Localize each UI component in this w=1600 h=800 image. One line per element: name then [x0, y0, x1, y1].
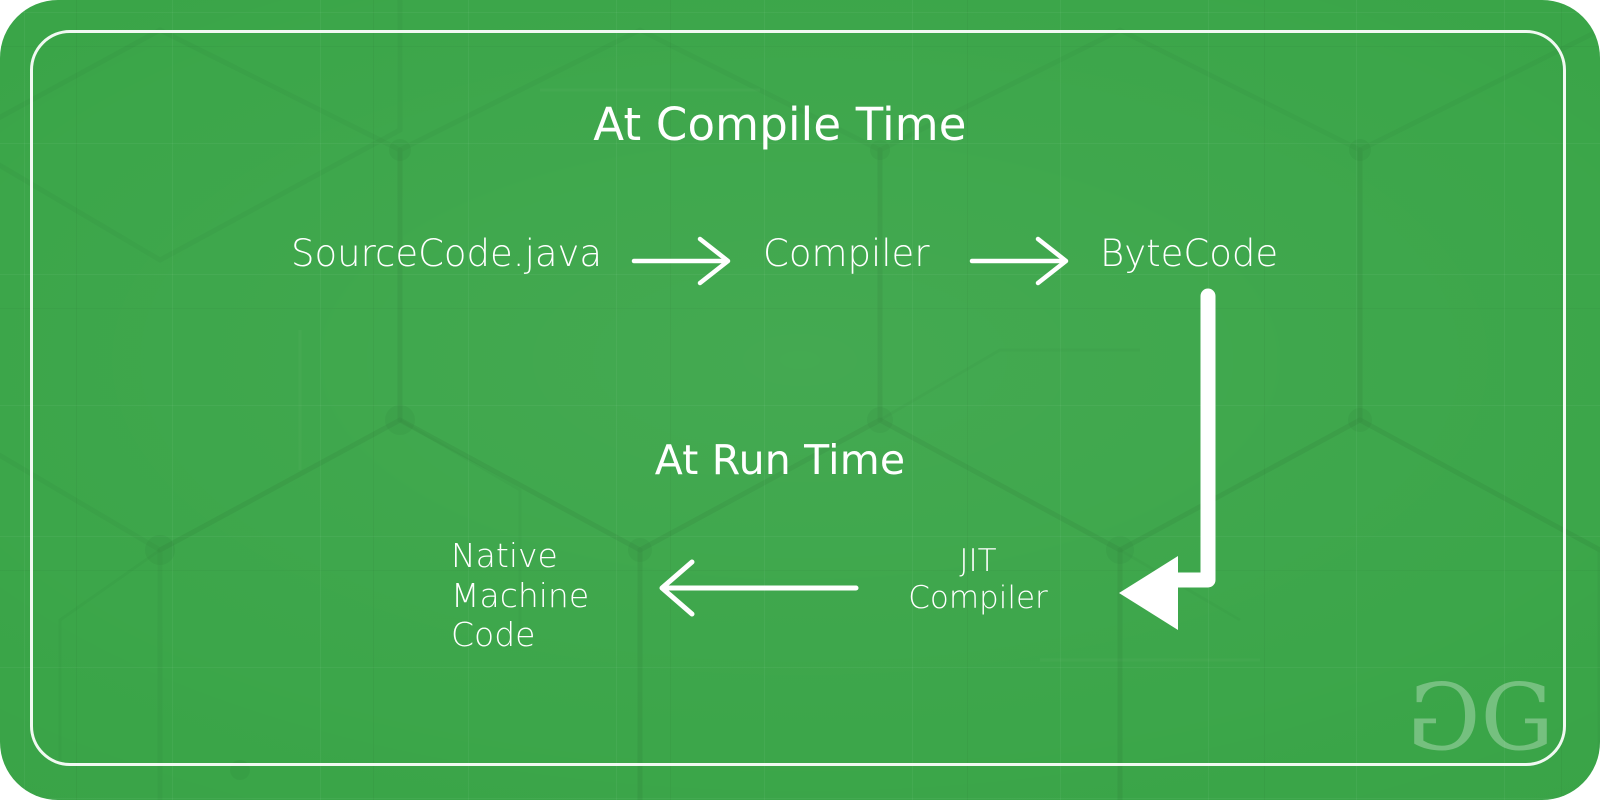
section-heading-run-time: At Run Time: [654, 436, 906, 484]
geeksforgeeks-watermark-logo: GG: [1409, 664, 1554, 771]
node-native-machine-code-line-3: Code: [451, 615, 536, 655]
arrow-jit-to-native-icon: [659, 559, 859, 617]
node-jit-compiler-line-1: JIT: [959, 543, 997, 579]
node-bytecode: ByteCode: [1100, 232, 1279, 275]
logo-letter-right: G: [1480, 664, 1554, 771]
arrow-compiler-to-bytecode-icon: [969, 236, 1069, 286]
node-jit-compiler-line-2: Compiler: [908, 580, 1048, 617]
node-source-code: SourceCode.java: [291, 232, 603, 275]
node-native-machine-code: Native Machine Code: [451, 536, 589, 655]
node-native-machine-code-line-2: Machine: [451, 575, 590, 615]
node-native-machine-code-line-1: Native: [451, 536, 558, 575]
section-heading-compile-time: At Compile Time: [593, 98, 967, 151]
node-compiler: Compiler: [763, 232, 930, 275]
arrow-source-to-compiler-icon: [631, 236, 731, 286]
logo-letter-left: G: [1409, 664, 1481, 771]
node-jit-compiler: JIT Compiler: [880, 543, 1076, 617]
